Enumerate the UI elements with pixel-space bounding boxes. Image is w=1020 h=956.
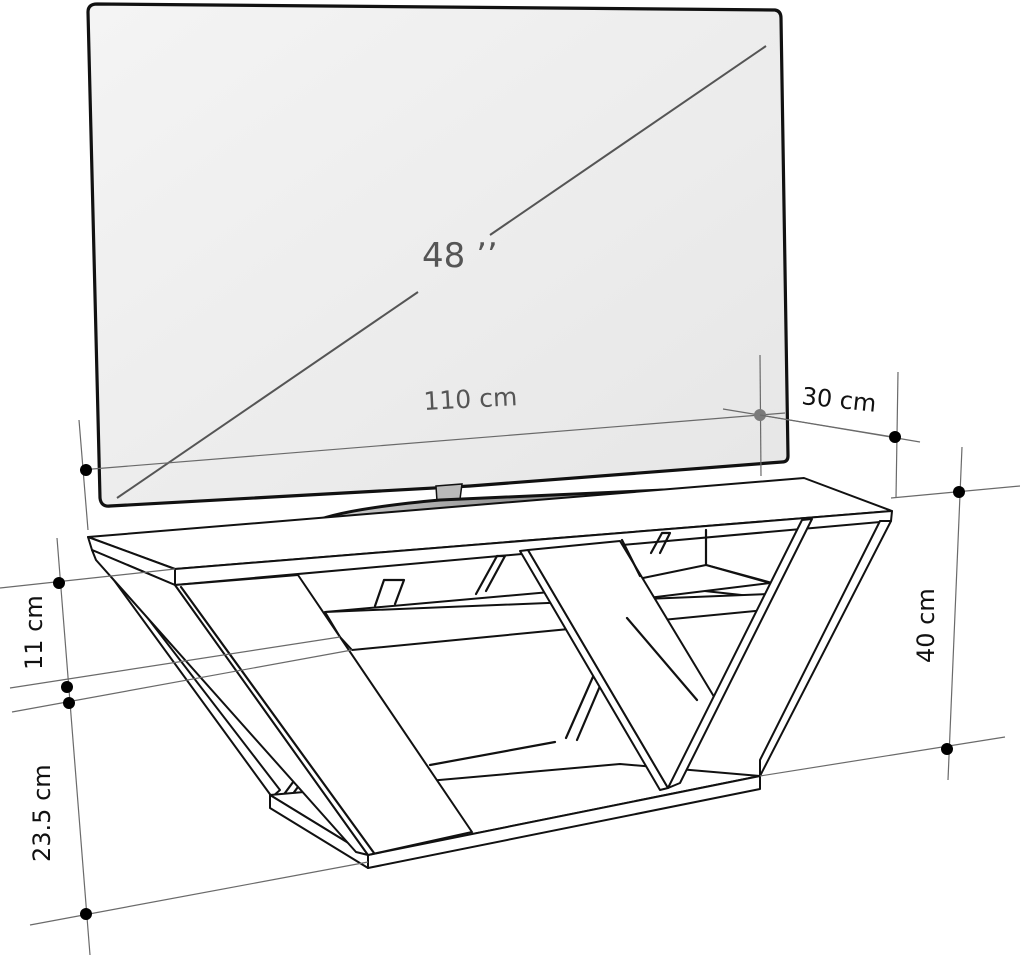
tv-diagonal-line-lower	[116, 291, 419, 499]
top-gap-label: 11 cm	[20, 595, 48, 670]
tv-diagonal-line-upper	[489, 45, 767, 236]
middle-shelf-front	[324, 593, 769, 651]
gap-mid-dot-2	[63, 697, 75, 709]
back-strut-b	[474, 554, 507, 596]
stand-height-label: 40 cm	[912, 588, 940, 663]
front-right-panel	[667, 518, 813, 789]
front-right-outer-panel	[759, 520, 892, 777]
bottom-rear-line	[428, 740, 557, 767]
gap-top-dot	[53, 577, 65, 589]
stand-depth-label: 30 cm	[800, 382, 877, 418]
depth-right-dot	[889, 431, 901, 443]
height-top-dot	[953, 486, 965, 498]
tv-stand	[87, 477, 893, 869]
tv-width-left-dot	[80, 464, 92, 476]
height-bottom-dot	[941, 743, 953, 755]
gap-mid-dot-1	[61, 681, 73, 693]
stand-height-dimension: 40 cm	[759, 446, 1020, 781]
front-left-outer-panel	[91, 549, 369, 856]
front-left-panel-inner-edge	[179, 585, 376, 855]
front-left-wide-panel	[174, 574, 473, 856]
tv-screen	[86, 2, 790, 508]
back-strut-c	[649, 531, 672, 555]
stand-depth-dimension: 30 cm	[759, 371, 921, 499]
back-strut-a	[373, 578, 406, 608]
tv-width-label: 110 cm	[423, 382, 518, 416]
lower-gap-label: 23.5 cm	[28, 764, 56, 862]
gap-bottom-dot	[80, 908, 92, 920]
television: 48 ’’ 110 cm	[86, 2, 790, 545]
left-dimensions: 11 cm 23.5 cm	[0, 537, 369, 956]
tv-diagonal-label: 48 ’’	[422, 236, 498, 276]
bottom-board-left	[269, 794, 369, 869]
back-right-diagonal	[620, 538, 699, 702]
